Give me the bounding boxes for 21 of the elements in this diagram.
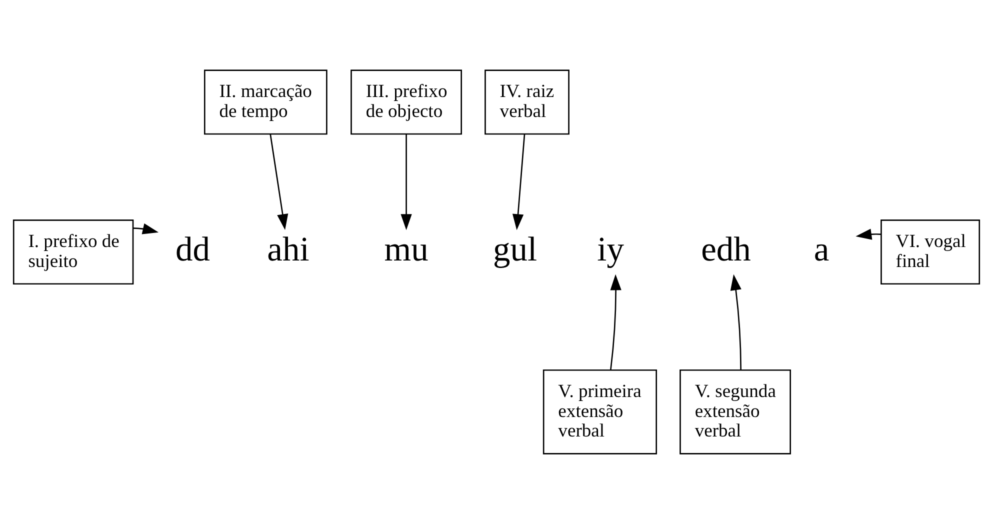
arrow [856, 228, 881, 240]
node-box: IV. raiz verbal [484, 70, 570, 135]
arrow [610, 274, 622, 370]
arrow [400, 134, 412, 230]
node-text: dd [175, 230, 210, 268]
arrow [512, 134, 526, 230]
node-box: I. prefixo de sujeito [12, 220, 134, 285]
node-text: ahi [267, 230, 310, 268]
node-text: a [814, 230, 830, 268]
node-text: iy [597, 230, 624, 268]
node-box: V. primeira extensão verbal [542, 369, 658, 454]
arrow [270, 134, 288, 230]
node-box: VI. vogal final [880, 220, 980, 285]
node-text: mu [384, 230, 428, 268]
node-text: gul [493, 230, 538, 268]
node-box: III. prefixo de objecto [350, 70, 462, 135]
node-text: edh [701, 230, 751, 268]
node-box: V. segunda extensão verbal [680, 369, 791, 454]
node-box: II. marcação de tempo [204, 70, 328, 135]
arrow [133, 223, 159, 234]
arrow [730, 274, 742, 370]
